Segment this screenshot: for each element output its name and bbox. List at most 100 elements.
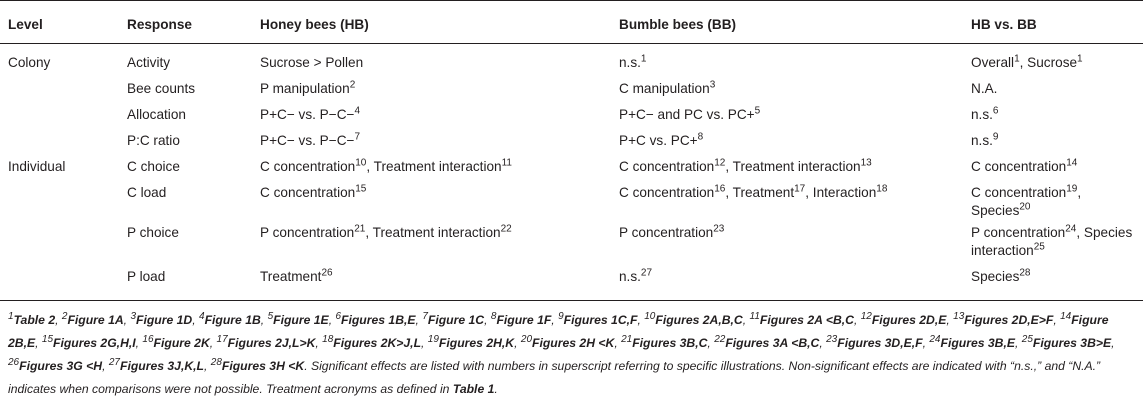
- footnote-marker: 27: [640, 266, 653, 278]
- footnote-reference: Figures 3B,E: [940, 336, 1016, 350]
- row-response: P choice: [127, 224, 179, 240]
- cell-text: Overall: [971, 55, 1015, 70]
- footnote-number: 1: [8, 310, 14, 322]
- footnote-marker: 1: [640, 53, 647, 65]
- footnote-marker: 12: [714, 156, 726, 168]
- cell-text: Sucrose > Pollen: [260, 55, 364, 70]
- cell-honey-bees: P concentration21, Treatment interaction…: [252, 222, 611, 266]
- cell-text: , Treatment: [725, 184, 795, 200]
- footnote-reference: Figures 1C,F: [563, 313, 638, 327]
- footnote-reference: Figure 1A: [67, 313, 124, 327]
- footnote-number: 20: [520, 333, 533, 345]
- cell-hb-vs-bb: C concentration14: [963, 156, 1143, 182]
- footnote-number: 12: [860, 310, 872, 322]
- row-level: Colony: [8, 55, 51, 70]
- footnote-reference: Figure 1D: [136, 313, 193, 327]
- footnote-reference: Figures 2D,E: [871, 313, 947, 327]
- cell-text: C concentration: [971, 158, 1067, 174]
- cell-text: n.s.: [619, 55, 641, 70]
- header-level: Level: [0, 0, 119, 44]
- cell-text: P concentration: [619, 224, 714, 240]
- cell-text: , Species interaction: [971, 224, 1133, 258]
- footnote-number: 18: [322, 333, 334, 345]
- footnote-number: 26: [8, 356, 20, 368]
- footnote-number: 5: [267, 310, 274, 322]
- cell-text: , Treatment interaction: [725, 158, 861, 174]
- cell-text: n.s.: [971, 132, 993, 148]
- footnote-reference: Figures 3H <K: [221, 359, 305, 373]
- header-honey-bees: Honey bees (HB): [252, 0, 611, 44]
- cell-hb-vs-bb: P concentration24, Species interaction25: [963, 222, 1143, 266]
- footnote-marker: 10: [355, 156, 367, 168]
- footnote-table-ref: Table 1: [452, 382, 495, 396]
- footnote-reference: Figures 2A,B,C: [655, 313, 743, 327]
- footnote-text: Significant effects are listed with numb…: [8, 359, 1101, 396]
- footnote-marker: 6: [992, 104, 999, 116]
- cell-text: C concentration: [260, 158, 356, 174]
- footnote-marker: 26: [321, 266, 333, 278]
- footnote-number: 3: [130, 310, 137, 322]
- footnote-reference: Figures 2J,L>K: [227, 336, 316, 350]
- footnote-reference: Figure 1B: [204, 313, 261, 327]
- footnote-number: 7: [422, 310, 428, 322]
- cell-text: P concentration: [260, 224, 355, 240]
- row-response: Allocation: [127, 106, 186, 122]
- cell-honey-bees: P+C− vs. P−C−4: [252, 104, 611, 130]
- cell-text: , Interaction: [805, 184, 877, 200]
- table-row: P choice P concentration21, Treatment int…: [0, 222, 1143, 266]
- cell-bumble-bees: P+C vs. PC+8: [611, 130, 963, 156]
- cell-hb-vs-bb: n.s.9: [963, 130, 1143, 156]
- footnote-marker: 2: [349, 78, 356, 90]
- footnote-end: .: [494, 382, 498, 396]
- footnote-marker: 14: [1066, 156, 1078, 168]
- footnote-marker: 23: [713, 222, 725, 234]
- table-footnote: 1Table 2, 2Figure 1A, 3Figure 1D, 4Figur…: [8, 310, 1115, 396]
- footnote-reference: Figure 1C: [427, 313, 485, 327]
- footnote-marker: 3: [709, 78, 716, 90]
- footnote-reference: Figure 1F: [496, 313, 552, 327]
- row-level: [0, 182, 119, 222]
- table-header: Level Response Honey bees (HB) Bumble be…: [0, 0, 1143, 44]
- footnote-marker: 22: [500, 222, 512, 234]
- footnote-marker: 20: [1019, 200, 1031, 212]
- footnote-reference: Figure 2K: [153, 336, 210, 350]
- footnote-marker: 24: [1065, 222, 1077, 234]
- results-table: Level Response Honey bees (HB) Bumble be…: [0, 0, 1143, 301]
- cell-text: n.s.: [971, 106, 993, 122]
- row-level: [0, 222, 119, 266]
- cell-text: C manipulation: [619, 80, 710, 96]
- footnote-reference: Table 2: [13, 313, 56, 327]
- footnote-number: 14: [1060, 310, 1072, 322]
- footnote-marker: 11: [501, 156, 512, 168]
- cell-text: Species: [971, 268, 1020, 284]
- footnote-marker: 1: [1077, 53, 1083, 65]
- footnote-reference: Figures 3G <H: [19, 359, 103, 373]
- header-bumble-bees: Bumble bees (BB): [611, 0, 963, 44]
- footnote-number: 21: [621, 333, 633, 345]
- cell-bumble-bees: P concentration23: [611, 222, 963, 266]
- cell-honey-bees: P manipulation2: [252, 78, 611, 104]
- footnote-reference: Figures 2D,E>F: [964, 313, 1054, 327]
- row-response: Activity: [127, 55, 171, 70]
- footnote-marker: 9: [992, 130, 999, 142]
- footnote-reference: Figure 2B,E: [8, 313, 1109, 350]
- cell-text: N.A.: [971, 80, 998, 96]
- row-response: P load: [119, 265, 252, 301]
- cell-text: , Treatment interaction: [366, 158, 502, 174]
- cell-bumble-bees: P+C− and PC vs. PC+5: [611, 104, 963, 130]
- footnote-number: 27: [108, 356, 120, 368]
- footnote-marker: 4: [354, 104, 361, 116]
- footnote-number: 23: [826, 333, 838, 345]
- cell-honey-bees: C concentration10, Treatment interaction…: [252, 156, 611, 182]
- cell-text: , Sucrose: [1019, 55, 1078, 70]
- cell-text: C concentration: [260, 184, 356, 200]
- cell-hb-vs-bb: Species28: [963, 265, 1143, 301]
- footnote-number: 17: [216, 333, 228, 345]
- footnote-number: 28: [210, 356, 222, 368]
- cell-text: , Species: [971, 184, 1082, 218]
